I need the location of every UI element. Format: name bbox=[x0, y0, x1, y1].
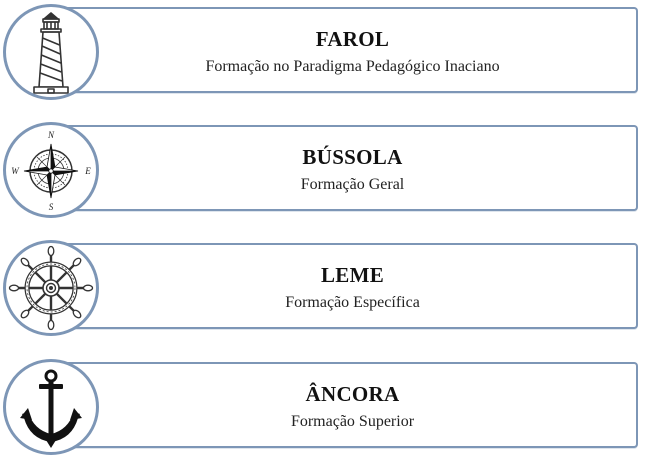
icon-circle bbox=[3, 240, 99, 336]
item-subtitle: Formação no Paradigma Pedagógico Inacian… bbox=[205, 58, 500, 75]
icon-circle bbox=[3, 359, 99, 455]
compass-label-w: W bbox=[11, 166, 20, 176]
item-subtitle: Formação Geral bbox=[300, 176, 405, 193]
item-title: FAROL bbox=[315, 27, 390, 51]
compass-label-e: E bbox=[84, 166, 91, 176]
ship-wheel-icon bbox=[8, 245, 94, 331]
item-banner bbox=[60, 125, 638, 211]
item-title: ÂNCORA bbox=[305, 382, 400, 406]
item-text: BÚSSOLA Formação Geral bbox=[60, 118, 645, 222]
item-subtitle: Formação Específica bbox=[285, 294, 420, 311]
item-text: FAROL Formação no Paradigma Pedagógico I… bbox=[60, 0, 645, 104]
item-ancora: ÂNCORA Formação Superior bbox=[0, 355, 645, 459]
icon-circle: N E S W bbox=[3, 122, 99, 218]
item-banner bbox=[60, 7, 638, 93]
icon-circle bbox=[3, 4, 99, 100]
item-text: ÂNCORA Formação Superior bbox=[60, 355, 645, 459]
item-leme: LEME Formação Específica bbox=[0, 236, 645, 340]
anchor-icon bbox=[20, 369, 82, 448]
compass-label-n: N bbox=[47, 130, 55, 140]
item-farol: FAROL Formação no Paradigma Pedagógico I… bbox=[0, 0, 645, 104]
lighthouse-icon bbox=[33, 12, 69, 94]
item-subtitle: Formação Superior bbox=[290, 413, 415, 430]
compass-label-s: S bbox=[49, 202, 54, 212]
item-bussola: BÚSSOLA Formação Geral bbox=[0, 118, 645, 222]
item-banner bbox=[60, 243, 638, 329]
compass-rose-icon: N E S W bbox=[11, 130, 91, 212]
item-title: LEME bbox=[320, 263, 385, 287]
item-text: LEME Formação Específica bbox=[60, 236, 645, 340]
item-banner bbox=[60, 362, 638, 448]
item-title: BÚSSOLA bbox=[302, 145, 403, 169]
